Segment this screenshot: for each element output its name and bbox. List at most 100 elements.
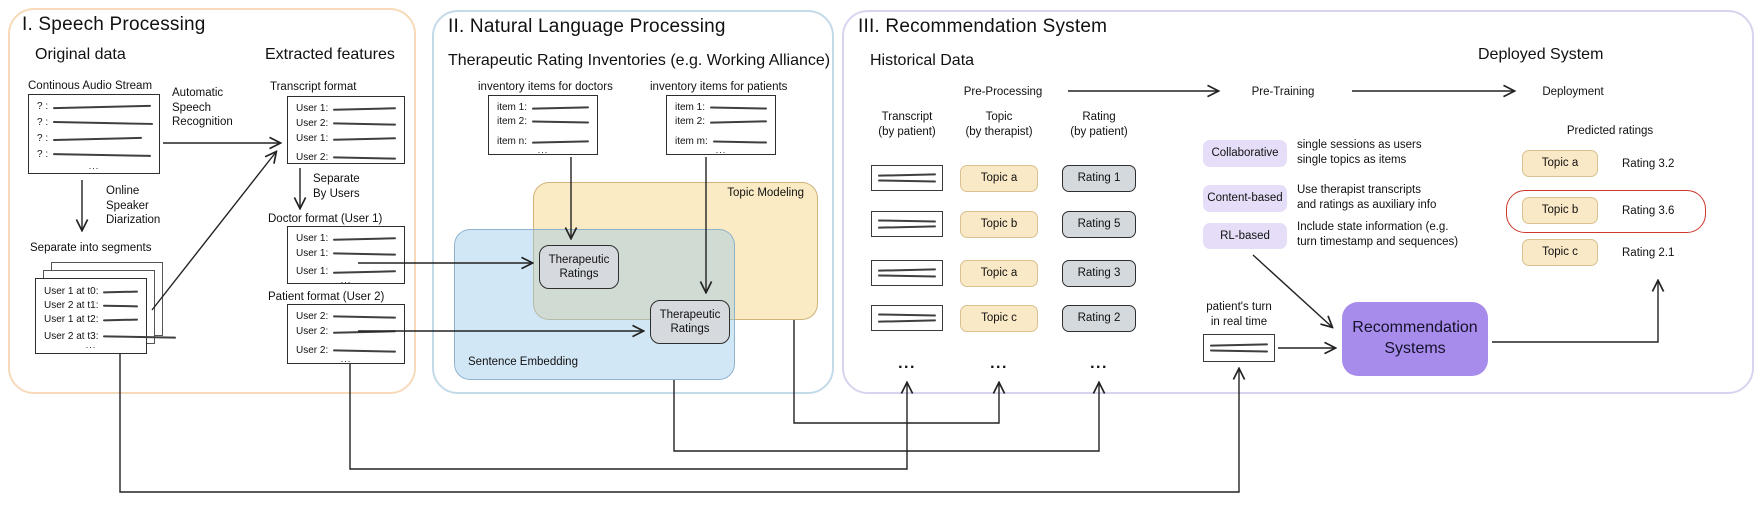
scribble-line <box>1209 349 1269 353</box>
speech-panel-title: I. Speech Processing <box>22 14 206 35</box>
ellipsis-rating-column: ... <box>1090 355 1108 372</box>
ellipsis: ... <box>340 275 352 285</box>
realtime-turn-label: patient's turn in real time <box>1206 301 1272 328</box>
method-rl-based: RL-based <box>1203 223 1287 249</box>
doc-row-label: ? : <box>37 149 49 160</box>
realtime-turn-box <box>1203 334 1275 362</box>
scribble-line <box>531 105 590 110</box>
stage-pre-training: Pre-Training <box>1251 86 1315 98</box>
topic-modeling-label: Topic Modeling <box>727 187 804 199</box>
scribble-line <box>877 268 937 272</box>
doctors-inventory-label: inventory items for doctors <box>478 81 613 93</box>
scribble-line <box>53 104 152 109</box>
scribble-line <box>877 219 937 223</box>
doc-row: User 1 at t2: <box>44 314 139 325</box>
scribble-line <box>333 269 397 274</box>
sentence-embedding-label: Sentence Embedding <box>468 356 578 368</box>
topic-cell: Topic c <box>960 305 1038 332</box>
scribble-line <box>333 348 397 353</box>
therapeutic-ratings-box-2: Therapeutic Ratings <box>650 300 730 344</box>
audio-stream-label: Continous Audio Stream <box>28 80 153 92</box>
scribble-line <box>877 313 937 317</box>
predicted-topic: Topic b <box>1522 197 1598 224</box>
scribble-line <box>877 179 937 183</box>
doc-row-label: User 2: <box>296 118 329 129</box>
doc-row: User 2: <box>296 118 397 129</box>
doc-row-label: User 2 at t3: <box>44 331 99 342</box>
doc-row-label: User 2: <box>296 152 329 163</box>
scribble-line <box>710 105 768 110</box>
doctor-format-box: User 1: User 1: User 1: ... <box>287 226 405 285</box>
patient-format-box: User 2: User 2: User 2: ... <box>287 304 405 364</box>
doc-row-label: item 1: <box>675 102 706 113</box>
nlp-panel-title: II. Natural Language Processing <box>448 16 726 37</box>
column-header-rating: Rating (by patient) <box>1070 111 1128 138</box>
doc-row: ? : <box>37 133 151 144</box>
scribble-line <box>103 304 139 307</box>
method-collaborative-desc: single sessions as users single topics a… <box>1297 139 1422 166</box>
method-collaborative: Collaborative <box>1203 140 1287 167</box>
patients-inventory-label: inventory items for patients <box>650 81 788 93</box>
segments-box: User 1 at t0: User 2 at t1: User 1 at t2… <box>35 278 177 354</box>
therapeutic-ratings-box-1: Therapeutic Ratings <box>539 245 619 289</box>
inventories-subtitle: Therapeutic Rating Inventories (e.g. Wor… <box>448 52 831 69</box>
deployed-system-heading: Deployed System <box>1478 46 1604 63</box>
scribble-line <box>709 119 768 124</box>
rating-cell: Rating 2 <box>1062 305 1136 332</box>
doc-row: User 1: <box>296 103 397 114</box>
doc-row: User 2 at t3: <box>44 331 177 342</box>
doc-row-label: User 2 at t1: <box>44 300 99 311</box>
doc-row: User 1: <box>296 266 397 277</box>
scribble-line <box>333 136 397 141</box>
scribble-line <box>333 155 397 160</box>
doc-row-label: User 1: <box>296 103 329 114</box>
doc-row: item 2: <box>675 116 768 127</box>
ellipsis: ... <box>537 145 549 155</box>
doc-row: User 2: <box>296 345 397 356</box>
doctors-inventory-box: item 1: item 2: item n: ... <box>488 95 598 155</box>
doc-row-label: User 1 at t0: <box>44 286 99 297</box>
doc-row-label: item 2: <box>675 116 706 127</box>
doc-row-label: ? : <box>37 117 49 128</box>
scribble-line <box>333 236 397 241</box>
doc-row-label: item 1: <box>497 102 528 113</box>
scribble-line <box>53 152 152 157</box>
scribble-line <box>53 120 154 125</box>
stage-deployment: Deployment <box>1542 86 1604 98</box>
doc-row: User 2: <box>296 311 397 322</box>
rating-cell: Rating 3 <box>1062 260 1136 287</box>
rec-panel-title: III. Recommendation System <box>858 16 1108 37</box>
original-data-heading: Original data <box>35 46 126 63</box>
predicted-topic: Topic a <box>1522 150 1598 177</box>
transcript-mini-box <box>871 211 943 237</box>
doc-row: item n: <box>497 136 590 147</box>
method-content-based: Content-based <box>1203 185 1287 212</box>
audio-stream-box: ? : ? : ? : ? : ... <box>28 94 160 174</box>
transcript-format-box: User 1: User 2: User 1: User 2: <box>287 96 405 164</box>
ellipsis: ... <box>88 161 100 171</box>
scribble-line <box>103 290 139 293</box>
scribble-line <box>532 119 590 124</box>
extracted-features-heading: Extracted features <box>265 46 395 63</box>
doc-row: item m: <box>675 136 768 147</box>
doc-row-label: ? : <box>37 101 49 112</box>
doc-row: User 2 at t1: <box>44 300 139 311</box>
doctor-format-label: Doctor format (User 1) <box>268 213 383 225</box>
doc-row-label: User 1: <box>296 266 329 277</box>
recommendation-systems-box: Recommendation Systems <box>1342 302 1488 376</box>
scribble-line <box>531 139 590 144</box>
scribble-line <box>333 106 397 111</box>
scribble-line <box>333 121 397 126</box>
doc-row: item 2: <box>497 116 590 127</box>
transcript-format-label: Transcript format <box>270 81 357 93</box>
scribble-line <box>333 251 397 256</box>
doc-row-label: User 2: <box>296 326 329 337</box>
topic-cell: Topic b <box>960 211 1038 238</box>
doc-row-label: item n: <box>497 136 528 147</box>
predicted-rating: Rating 3.6 <box>1622 205 1675 217</box>
scribble-line <box>333 314 397 319</box>
column-header-transcript: Transcript (by patient) <box>878 111 936 138</box>
doc-row: User 1 at t0: <box>44 286 139 297</box>
ellipsis: ... <box>85 340 97 350</box>
doc-row-label: User 2: <box>296 345 329 356</box>
